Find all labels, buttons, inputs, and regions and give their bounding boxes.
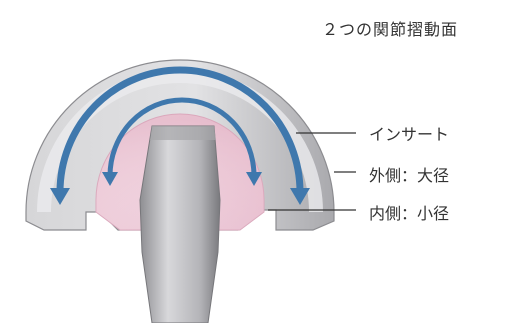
diagram-title: ２つの関節摺動面 [322, 20, 459, 39]
label-inner-small-diameter: 内側：小径 [369, 204, 450, 223]
stem-head-top [150, 126, 216, 140]
inner-arrowhead-right-icon [246, 172, 262, 186]
label-outer-large-diameter: 外側：大径 [369, 166, 450, 185]
outer-arc-arrow [56, 66, 304, 196]
stem [139, 125, 221, 324]
inner-arrowhead-left-icon [102, 172, 118, 186]
outer-arrowhead-left-icon [50, 188, 70, 205]
outer-arrowhead-right-icon [290, 188, 310, 205]
label-insert: インサート [369, 125, 450, 144]
inner-shell [37, 69, 323, 213]
inner-arc-arrow [107, 97, 257, 179]
